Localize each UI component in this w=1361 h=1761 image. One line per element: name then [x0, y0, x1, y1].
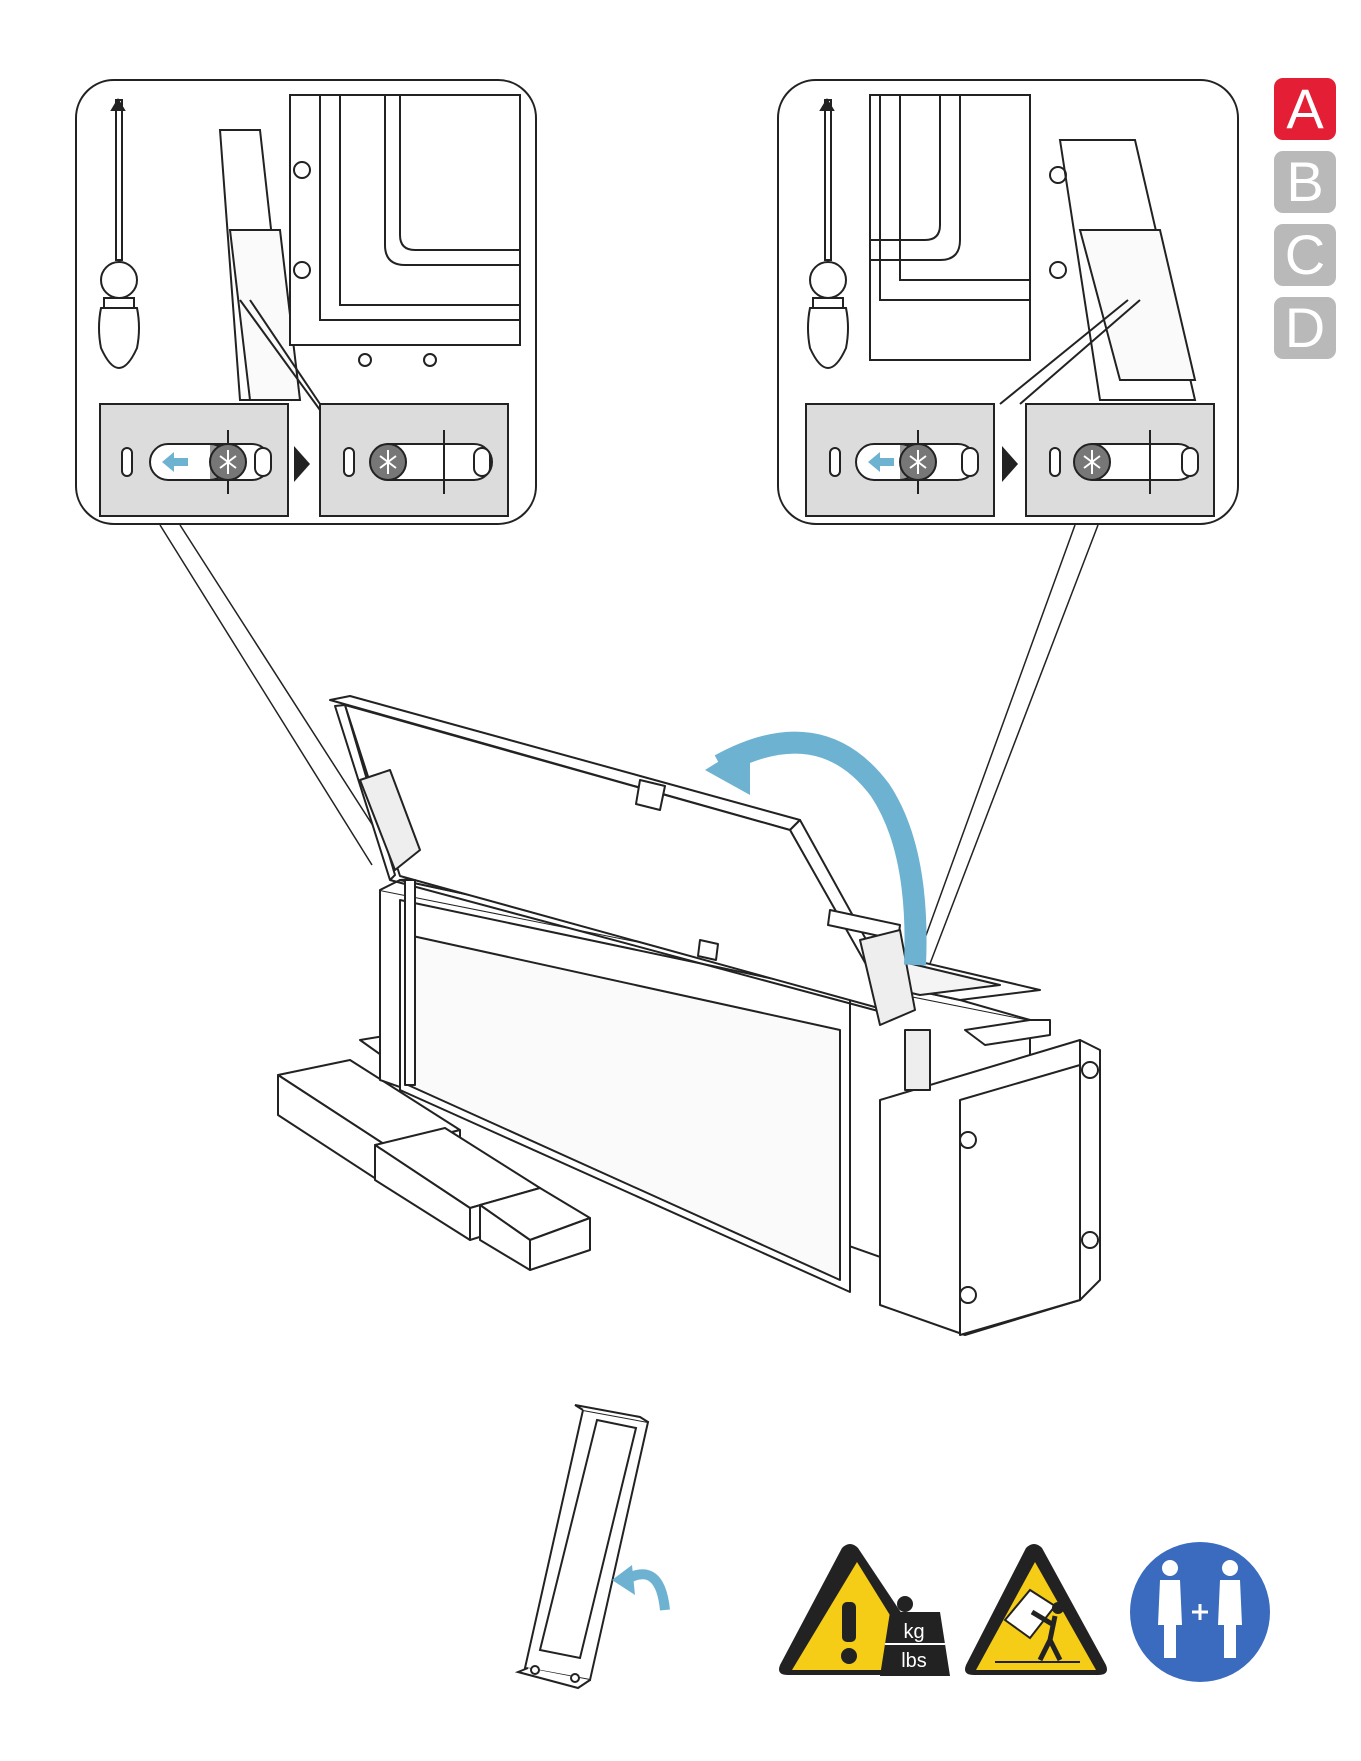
appliance-on-pallet	[278, 696, 1100, 1335]
kg-label: kg	[903, 1621, 924, 1643]
tilted-unit-illustration	[518, 1405, 648, 1688]
left-detail-callout	[76, 80, 536, 524]
right-after-panel	[1026, 404, 1214, 516]
right-callout-leader	[908, 525, 1098, 995]
two-person-lift-icon	[1130, 1542, 1270, 1682]
left-before-panel	[100, 404, 288, 516]
left-after-panel	[320, 404, 508, 516]
lbs-label: lbs	[901, 1650, 927, 1672]
right-detail-callout	[778, 80, 1238, 524]
right-before-panel	[806, 404, 994, 516]
tilt-arrow-icon	[612, 1565, 665, 1610]
heavy-weight-warning-icon: kg lbs	[779, 1544, 950, 1676]
tip-over-warning-icon	[965, 1544, 1107, 1675]
left-callout-leader	[160, 525, 395, 865]
